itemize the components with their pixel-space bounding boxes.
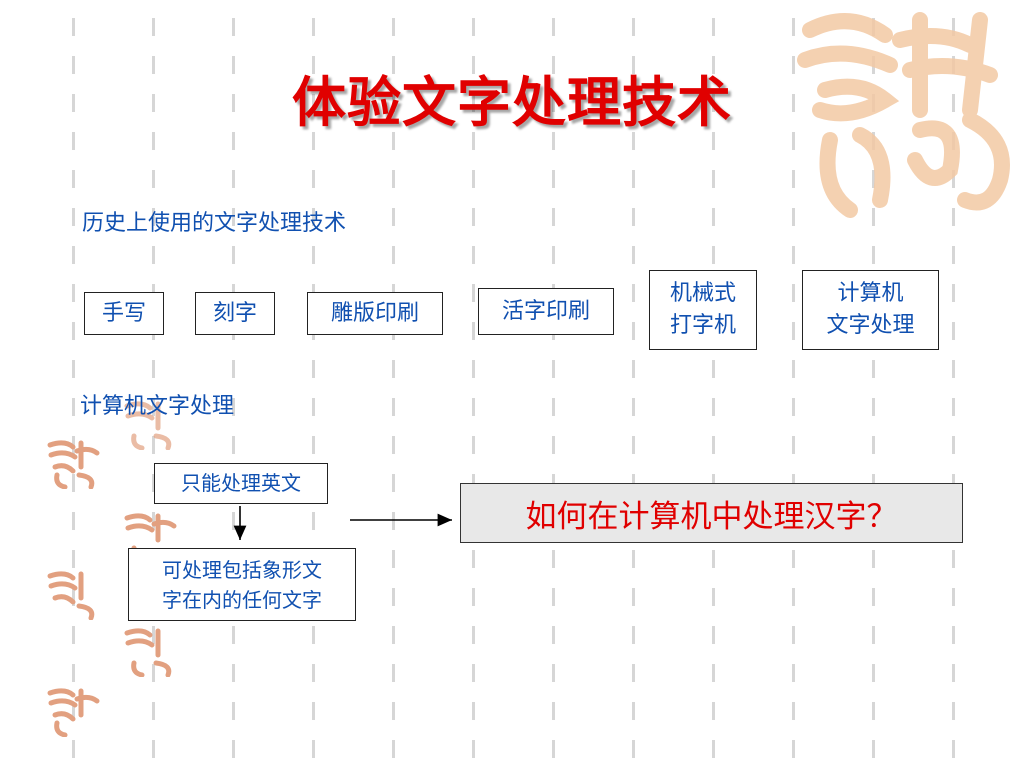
history-box-movable-type: 活字印刷: [478, 288, 614, 335]
history-box-typewriter: 机械式 打字机: [649, 270, 757, 350]
history-box-block-printing: 雕版印刷: [307, 292, 443, 335]
section-heading-computer: 计算机文字处理: [80, 394, 235, 419]
seal-decoration-icon: [47, 440, 100, 489]
seal-decoration-icon: [47, 571, 95, 620]
seal-decoration-icon: [47, 688, 100, 737]
seal-decoration-icon: [124, 401, 172, 450]
seal-decoration-icon: [124, 513, 177, 562]
history-box-carving: 刻字: [195, 292, 275, 335]
history-box-computer: 计算机 文字处理: [802, 270, 939, 350]
seal-decoration-large-icon: [797, 12, 1010, 218]
question-box: 如何在计算机中处理汉字？: [460, 483, 963, 543]
seal-decoration-icon: [124, 628, 172, 677]
flow-box-any-script: 可处理包括象形文 字在内的任何文字: [128, 548, 356, 621]
history-box-handwriting: 手写: [84, 292, 164, 335]
section-heading-history: 历史上使用的文字处理技术: [82, 211, 347, 236]
flow-box-english-only: 只能处理英文: [154, 463, 328, 504]
slide-title: 体验文字处理技术: [292, 70, 732, 134]
